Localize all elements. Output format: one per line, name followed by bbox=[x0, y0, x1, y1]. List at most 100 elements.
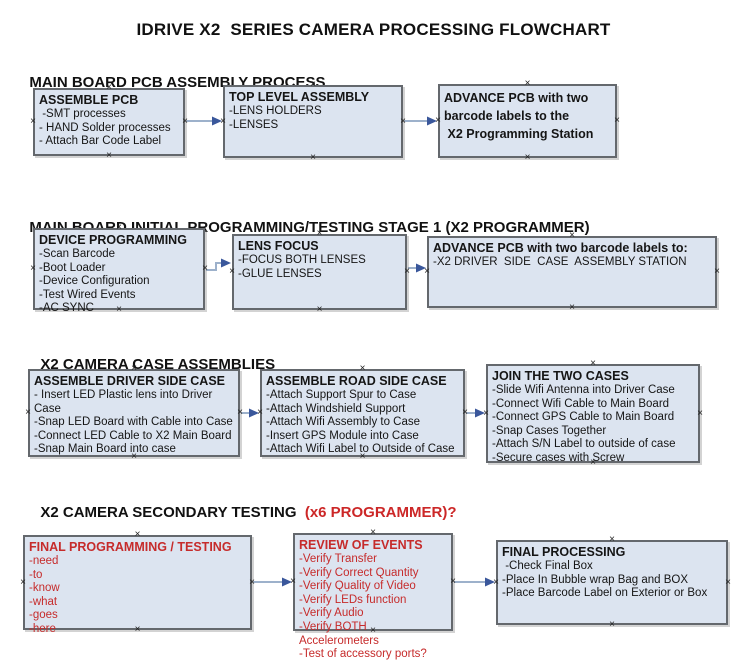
box-title: DEVICE PROGRAMMING bbox=[39, 233, 187, 247]
anchor-x-mark: × bbox=[524, 152, 531, 163]
box-line-item: -Check Final Box bbox=[502, 560, 593, 572]
box-line-item: -Verify Correct Quantity bbox=[299, 566, 419, 579]
box-line-item: -Boot Loader bbox=[39, 261, 106, 274]
box-line-item: -Verify LEDs function bbox=[299, 593, 407, 606]
box-title: REVIEW OF EVENTS bbox=[299, 538, 423, 552]
anchor-x-mark: × bbox=[316, 304, 323, 315]
box-title: ASSEMBLE PCB bbox=[39, 93, 139, 107]
flow-box-advance-pcb-programming-station: ADVANCE PCB with two barcode labels to th… bbox=[435, 79, 620, 163]
anchor-x-mark: × bbox=[359, 363, 366, 374]
anchor-x-mark: × bbox=[462, 407, 468, 418]
flow-box-final-programming-testing: FINAL PROGRAMMING / TESTING-need-to-know… bbox=[20, 530, 255, 635]
box-line-item: -Attach Wifi Assembly to Case bbox=[266, 416, 421, 429]
flow-box-top-level-assembly: TOP LEVEL ASSEMBLY-LENS HOLDERS-LENSES××… bbox=[220, 80, 406, 163]
connector-arrow bbox=[241, 408, 259, 418]
box-line-item: -LENS HOLDERS bbox=[229, 105, 322, 117]
anchor-x-mark: × bbox=[310, 152, 316, 163]
anchor-x-mark: × bbox=[25, 407, 31, 418]
connector-arrow bbox=[454, 577, 495, 587]
box-line-item: -Verify Quality of Video bbox=[299, 580, 416, 593]
flow-box-device-programming: DEVICE PROGRAMMING-Scan Barcode-Boot Loa… bbox=[30, 223, 208, 315]
box-line-item: -Attach Support Spur to Case bbox=[266, 389, 417, 401]
anchor-x-mark: × bbox=[30, 116, 36, 127]
anchor-x-mark: × bbox=[450, 576, 456, 587]
anchor-x-mark: × bbox=[30, 263, 36, 274]
connector-arrow bbox=[253, 577, 292, 587]
box-title: TOP LEVEL ASSEMBLY bbox=[229, 90, 370, 104]
anchor-x-mark: × bbox=[590, 358, 596, 369]
anchor-x-mark: × bbox=[290, 576, 296, 587]
box-line-item: -Insert GPS Module into Case bbox=[266, 429, 419, 442]
box-title: LENS FOCUS bbox=[238, 239, 319, 253]
flow-box-join-the-two-cases: JOIN THE TWO CASES-Slide Wifi Antenna in… bbox=[483, 359, 703, 468]
flow-box-assemble-driver-side-case: ASSEMBLE DRIVER SIDE CASE- Insert LED Pl… bbox=[25, 364, 243, 462]
box-title: FINAL PROGRAMMING / TESTING bbox=[29, 540, 232, 554]
anchor-x-mark: × bbox=[483, 407, 489, 419]
box-line-item: -Connect Wifi Cable to Main Board bbox=[492, 397, 670, 410]
anchor-x-mark: × bbox=[697, 407, 703, 419]
box-line-item: -Test of accessory ports? bbox=[299, 648, 427, 661]
flow-box-assemble-pcb: ASSEMBLE PCB -SMT processes- HAND Solder… bbox=[30, 83, 188, 161]
anchor-x-mark: × bbox=[400, 115, 406, 127]
box-line-item: -Verify Transfer bbox=[299, 553, 377, 565]
box-line-item: -Attach S/N Label to outside of case bbox=[492, 438, 676, 451]
anchor-x-mark: × bbox=[725, 576, 731, 588]
box-title: X2 Programming Station bbox=[444, 127, 594, 141]
flow-box-assemble-road-side-case: ASSEMBLE ROAD SIDE CASE-Attach Support S… bbox=[257, 364, 468, 462]
flowchart-title: IDRIVE X2 SERIES CAMERA PROCESSING FLOWC… bbox=[136, 20, 611, 39]
box-line-item: -Connect LED Cable to X2 Main Board bbox=[34, 429, 232, 442]
box-title: barcode labels to the bbox=[444, 109, 570, 123]
connector-arrow bbox=[186, 116, 222, 126]
anchor-x-mark: × bbox=[370, 527, 376, 538]
box-line-item: -Connect GPS Cable to Main Board bbox=[492, 411, 675, 424]
box-title: ASSEMBLE DRIVER SIDE CASE bbox=[34, 374, 226, 388]
anchor-x-mark: × bbox=[609, 534, 615, 545]
anchor-x-mark: × bbox=[182, 116, 188, 127]
box-line-item: -Place Barcode Label on Exterior or Box bbox=[502, 587, 708, 600]
box-line-item: -Device Configuration bbox=[39, 275, 150, 288]
box-title: ADVANCE PCB with two barcode labels to: bbox=[433, 241, 688, 255]
anchor-x-mark: × bbox=[20, 576, 26, 588]
flow-box-final-processing: FINAL PROCESSING -Check Final Box-Place … bbox=[493, 535, 731, 630]
connector-arrow bbox=[206, 258, 231, 271]
box-line-item: - HAND Solder processes bbox=[39, 121, 171, 134]
box-title: JOIN THE TWO CASES bbox=[492, 369, 629, 383]
box-line-item: -LENSES bbox=[229, 118, 279, 131]
box-line-item: -Snap LED Board with Cable into Case bbox=[34, 416, 233, 429]
box-line-item: -what bbox=[29, 595, 58, 608]
anchor-x-mark: × bbox=[220, 115, 226, 127]
box-line-item: -GLUE LENSES bbox=[238, 267, 322, 280]
box-line-item: - Insert LED Plastic lens into Driver Ca… bbox=[34, 389, 216, 415]
box-line-item: -here bbox=[29, 622, 56, 635]
section-header-text: X2 CAMERA SECONDARY TESTING bbox=[40, 504, 305, 521]
anchor-x-mark: × bbox=[435, 115, 441, 126]
box-line-item: -need bbox=[29, 555, 59, 567]
anchor-x-mark: × bbox=[614, 115, 620, 126]
box-line-item: -Place In Bubble wrap Bag and BOX bbox=[502, 573, 689, 586]
box-line-item: -X2 DRIVER SIDE CASE ASSEMBLY STATION bbox=[433, 256, 687, 268]
box-line-item: -Test Wired Events bbox=[39, 288, 136, 301]
section-header-case-assemblies: X2 CAMERA CASE ASSEMBLIES bbox=[32, 339, 275, 373]
section-header-text-red: (x6 PROGRAMMER)? bbox=[304, 504, 457, 521]
flow-box-review-of-events: REVIEW OF EVENTS-Verify Transfer-Verify … bbox=[290, 528, 456, 661]
section-header-secondary-testing: X2 CAMERA SECONDARY TESTING (x6 PROGRAMM… bbox=[32, 487, 457, 521]
box-line-item: - Attach Bar Code Label bbox=[39, 135, 162, 148]
box-line-item: -FOCUS BOTH LENSES bbox=[238, 254, 366, 266]
box-line-item: -goes bbox=[29, 609, 58, 622]
flow-box-lens-focus: LENS FOCUS-FOCUS BOTH LENSES-GLUE LENSES… bbox=[229, 229, 410, 315]
anchor-x-mark: × bbox=[524, 78, 531, 89]
anchor-x-mark: × bbox=[569, 302, 575, 313]
anchor-x-mark: × bbox=[229, 266, 235, 277]
box-line-item: -Secure cases with Screw bbox=[492, 451, 625, 464]
box-line-item: -SMT processes bbox=[39, 108, 126, 120]
connector-arrow bbox=[404, 116, 437, 126]
box-line-item: -Snap Main Board into case bbox=[34, 443, 176, 456]
box-line-item: -Attach Windshield Support bbox=[266, 402, 406, 415]
box-line-item: -know bbox=[29, 582, 60, 595]
box-title: FINAL PROCESSING bbox=[502, 545, 626, 559]
box-title: ADVANCE PCB with two bbox=[444, 91, 589, 105]
box-title: ASSEMBLE ROAD SIDE CASE bbox=[266, 374, 447, 388]
anchor-x-mark: × bbox=[609, 619, 615, 630]
box-line-item: -Scan Barcode bbox=[39, 248, 116, 260]
box-line-item: -Attach Wifi Label to Outside of Case bbox=[266, 443, 455, 456]
